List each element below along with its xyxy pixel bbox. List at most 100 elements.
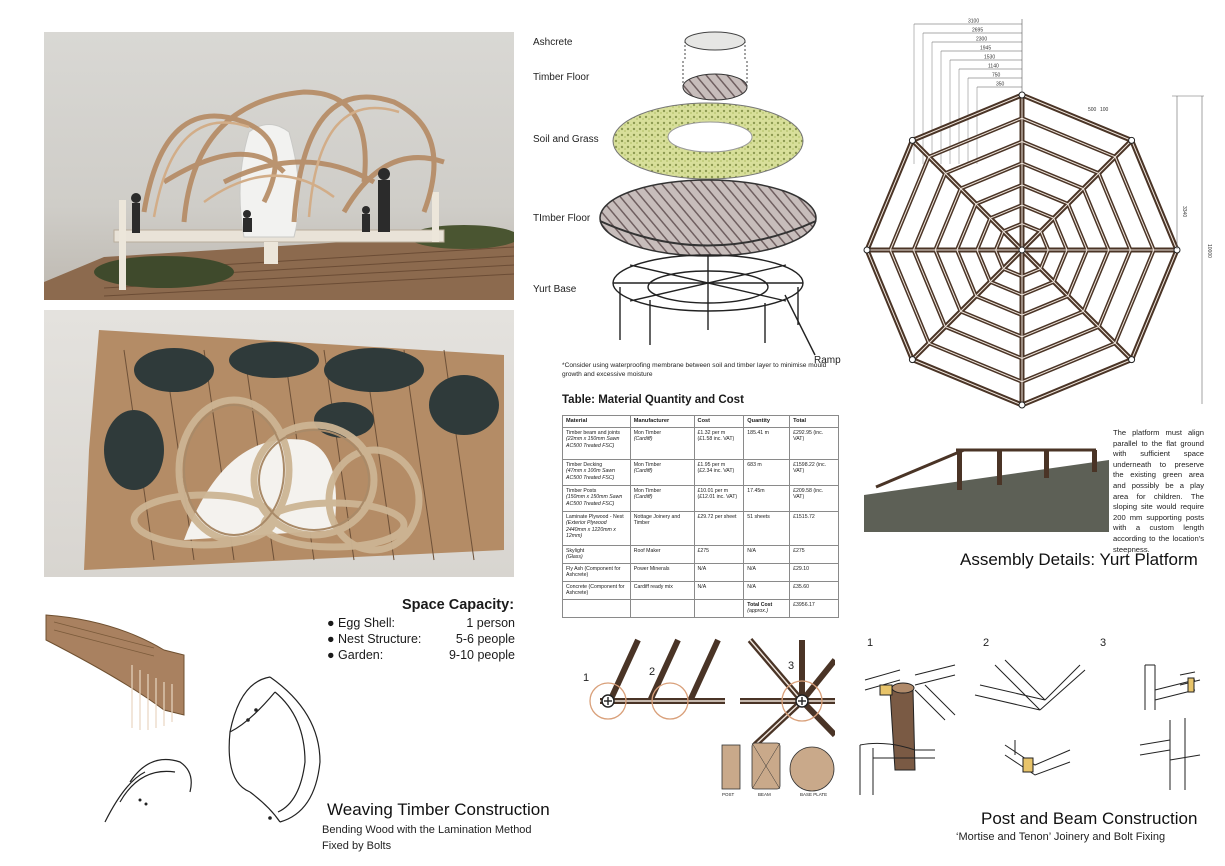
joint-step-3: 3 [788, 660, 795, 672]
list-item: ● Garden:9-10 people [327, 648, 515, 662]
cell-material-sub: (Exterior Plywood 2440mm x 1220mm x 12mm… [566, 520, 616, 540]
capacity-label: Nest Structure: [338, 632, 422, 646]
plan-beam-highlight [945, 141, 1023, 174]
plan-beam-highlight [1082, 249, 1110, 312]
cell-manufacturer-sub: (Cardiff) [633, 436, 653, 443]
table-title: Table: Material Quantity and Cost [562, 394, 744, 406]
cell-quantity: 51 sheets [743, 510, 791, 546]
plan-beam-highlight [945, 326, 1023, 359]
material-table: Material Manufacturer Cost Quantity Tota… [562, 415, 839, 618]
label-beam: BEAM [758, 792, 771, 797]
total-label: Total Cost [747, 601, 773, 608]
cell-total: £209.58 (inc. VAT) [789, 484, 839, 512]
cell-manufacturer: Nottage Joinery and Timber [629, 510, 695, 546]
plan-post-marker [863, 246, 871, 254]
plan-beam-highlight [934, 188, 962, 251]
cell-material: Laminate Plywood - Nest [566, 513, 624, 520]
joint-details [589, 638, 835, 792]
label-post: POST [722, 792, 735, 797]
cell-quantity: N/A [743, 580, 791, 600]
plan-radial-highlight [1021, 140, 1132, 251]
cell-material: Skylight [566, 547, 585, 554]
plan-beam-highlight [990, 204, 1023, 219]
plan-beam-highlight [1021, 310, 1084, 338]
layer-label-soil-grass: Soil and Grass [533, 134, 599, 145]
plan-beam-highlight [1067, 203, 1088, 251]
model-photo-side [44, 32, 514, 300]
capacity-value: 5-6 people [455, 632, 515, 646]
plan-beam-highlight [928, 342, 1023, 383]
platform-paragraph: The platform must align parallel to the … [1113, 428, 1204, 554]
plan-beam-highlight [956, 203, 977, 251]
plan-beam-highlight [1003, 223, 1023, 232]
total-value: £3956.17 [789, 598, 839, 618]
plan-dim-label: 3100 [968, 19, 979, 25]
dim-side-1: 500 [1088, 107, 1097, 113]
plan-beam-highlight [1021, 326, 1099, 359]
th-manufacturer: Manufacturer [629, 415, 695, 428]
postbeam-step-1: 1 [867, 637, 874, 649]
cell-total: £292.95 (inc. VAT) [789, 426, 839, 460]
layer-label-timber-floor: TImber Floor [533, 213, 591, 224]
cell-total: £29.10 [789, 562, 839, 582]
plan-beam-highlight [1021, 268, 1041, 277]
plan-post-marker [1018, 401, 1026, 409]
plan-beam-highlight [990, 281, 1023, 296]
dim-right-1: 3340 [1181, 206, 1187, 217]
plan-beam-highlight [1021, 281, 1054, 296]
cell-cost: N/A [693, 580, 745, 600]
joint-step-2: 2 [649, 666, 656, 678]
plan-post-marker [908, 136, 916, 144]
plan-beam-highlight [995, 231, 1004, 251]
cell-cost: £29.72 per sheet [693, 510, 745, 546]
cell-quantity: 17.45m [743, 484, 791, 512]
cell-total: £1515.72 [789, 510, 839, 546]
joint-step-1: 1 [583, 672, 590, 684]
waterproofing-note: *Consider using waterproofing membrane b… [562, 362, 827, 378]
plan-beam-highlight [912, 359, 1023, 406]
cell-cost: £1.32 per m (£1.58 inc. VAT) [693, 426, 745, 460]
plan-beam-highlight [913, 173, 946, 251]
plan-beam-highlight [1021, 359, 1132, 406]
cell-material-sub: (150mm x 150mm Sawn AC500 Treated FSC) [566, 494, 623, 507]
platform-section [864, 448, 1109, 532]
cell-manufacturer-sub: (Cardiff) [633, 494, 653, 501]
model-side-drawing [44, 89, 514, 300]
plan-beam-highlight [960, 162, 1023, 190]
table-row: Timber Posts(150mm x 150mm Sawn AC500 Tr… [562, 484, 839, 512]
table-row: Skylight(Glass) Roof Maker £275 N/A £275 [562, 544, 839, 564]
model-photo-top [44, 310, 514, 577]
plan-beam-highlight [1021, 184, 1069, 205]
cell-material: Timber beam and joints [566, 429, 621, 436]
plan-dim-label: 2300 [976, 37, 987, 43]
cell-quantity: N/A [743, 544, 791, 564]
ramp-label: Ramp [814, 355, 841, 366]
cell-manufacturer: Mon Timber [633, 461, 662, 468]
cell-material: Concrete (Component for Ashcrete) [562, 580, 631, 600]
layer-label-yurt-base: Yurt Base [533, 284, 577, 295]
cell-manufacturer-sub: (Cardiff) [633, 468, 653, 475]
plan-beam-highlight [960, 310, 1023, 338]
cell-quantity: 683 m [743, 458, 791, 486]
th-quantity: Quantity [743, 415, 791, 428]
exploded-diagram [599, 31, 817, 356]
plan-dim-label: 350 [996, 82, 1005, 88]
table-row: Fly Ash (Component for Ashcrete) Power M… [562, 562, 839, 582]
list-item: ● Nest Structure:5-6 people [327, 632, 515, 646]
label-base-plate: BASE PLATE [800, 792, 828, 797]
cell-cost: £1.95 per m (£2.34 inc. VAT) [693, 458, 745, 486]
model-top-drawing [84, 330, 504, 570]
plan-beam-highlight [1131, 140, 1178, 251]
layer-label-timber-floor-top: Timber Floor [533, 72, 590, 83]
cell-total: £275 [789, 544, 839, 564]
capacity-value: 1 person [466, 616, 515, 630]
plan-beam-highlight [975, 295, 1023, 316]
plan-beam-highlight [889, 249, 930, 344]
capacity-label: Egg Shell: [338, 616, 396, 630]
plan-beam-highlight [976, 218, 991, 251]
plan-beam-highlight [1040, 231, 1049, 251]
table-row: Timber Decking(47mm x 100m Sawn AC500 Tr… [562, 458, 839, 486]
plan-beam-highlight [928, 117, 1023, 158]
plan-beam-highlight [866, 140, 913, 251]
cell-manufacturer: Power Minerals [629, 562, 695, 582]
